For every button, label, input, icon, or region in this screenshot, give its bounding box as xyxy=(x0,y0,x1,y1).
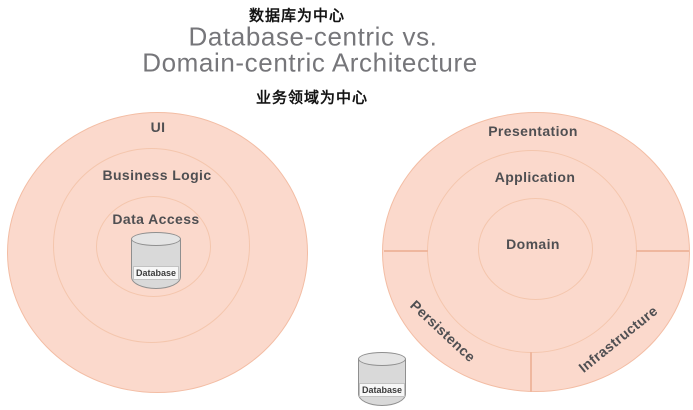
database-cylinder-icon: Database xyxy=(131,232,181,289)
database-cylinder-top xyxy=(131,232,181,246)
sector-divider-bottom xyxy=(530,352,532,392)
left-ring-label-data-access: Data Access xyxy=(112,211,200,227)
right-inner-ring xyxy=(478,198,593,300)
sector-divider-left xyxy=(384,250,428,252)
database-cylinder-body xyxy=(131,239,181,289)
database-label: Database xyxy=(358,383,406,397)
database-cylinder-body xyxy=(358,359,406,406)
left-inner-ring xyxy=(96,196,211,297)
left-ring-label-business-logic: Business Logic xyxy=(102,167,212,183)
chinese-annotation-domain-centric: 业务领域为中心 xyxy=(255,89,369,107)
sector-divider-right xyxy=(636,250,689,252)
right-ring-label-domain: Domain xyxy=(506,236,560,252)
external-database-cylinder-icon: Database xyxy=(358,352,406,406)
page-title-line2: Domain-centric Architecture xyxy=(142,47,478,78)
left-ring-label-ui: UI xyxy=(150,119,166,135)
right-ring-label-presentation: Presentation xyxy=(488,123,578,139)
page-title-line1: Database-centric vs. xyxy=(188,21,438,52)
right-ring-label-application: Application xyxy=(494,169,576,185)
database-label: Database xyxy=(132,266,180,280)
left-middle-ring xyxy=(53,148,250,343)
chinese-annotation-database-centric: 数据库为中心 xyxy=(248,7,346,25)
database-cylinder-top xyxy=(358,352,406,366)
